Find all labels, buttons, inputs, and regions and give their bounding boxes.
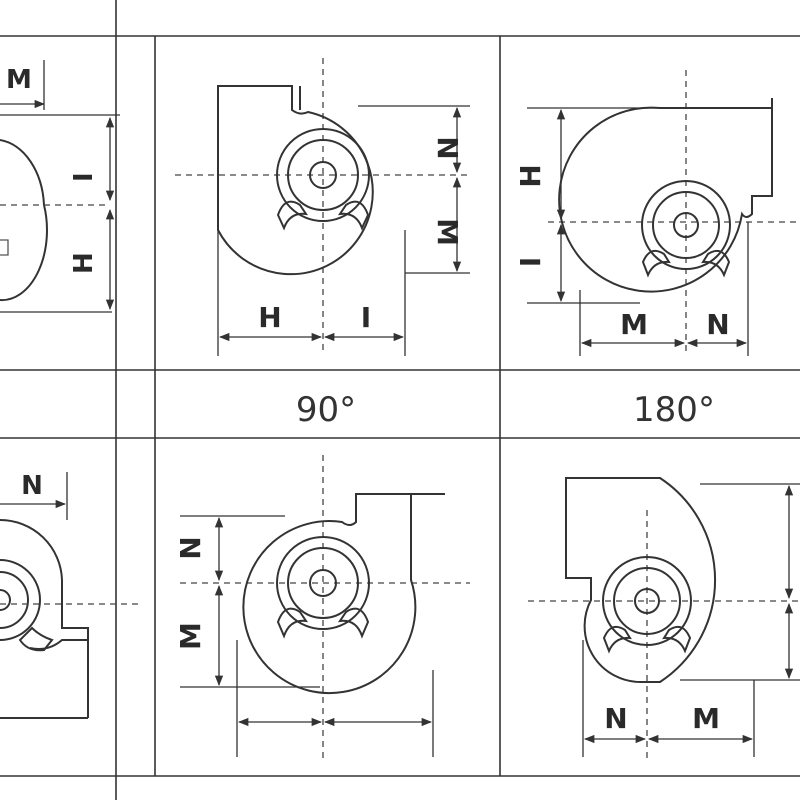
dim-label-m: M <box>620 308 648 341</box>
dim-label-m: M <box>431 218 464 246</box>
dim-label-h: H <box>514 164 547 187</box>
dim-label-i: I <box>361 301 371 334</box>
dim-label-n: N <box>604 702 627 735</box>
dim-label-h: H <box>258 301 281 334</box>
dim-label-n: N <box>706 308 729 341</box>
dim-label-m: M <box>692 702 720 735</box>
fan-90-degree: H I N M <box>175 58 470 356</box>
fan-bottom-right: N M <box>528 477 800 760</box>
dim-label-n: N <box>431 136 464 159</box>
caption-90: 90° <box>296 390 356 430</box>
dim-label-n: N <box>21 471 43 501</box>
dim-label-h: H <box>69 252 99 274</box>
dim-label-m: M <box>6 65 32 95</box>
fan-partial-bottom-left: N <box>0 471 140 719</box>
dim-label-i: I <box>514 257 547 267</box>
caption-180: 180° <box>633 390 715 430</box>
fan-partial-top-left: M I H <box>0 60 120 313</box>
fan-bottom-middle: N M <box>174 455 470 760</box>
dim-label-i: I <box>69 172 99 182</box>
dim-label-m: M <box>174 622 207 650</box>
dim-label-n: N <box>174 536 207 559</box>
fan-180-degree: M N H I <box>514 70 800 356</box>
